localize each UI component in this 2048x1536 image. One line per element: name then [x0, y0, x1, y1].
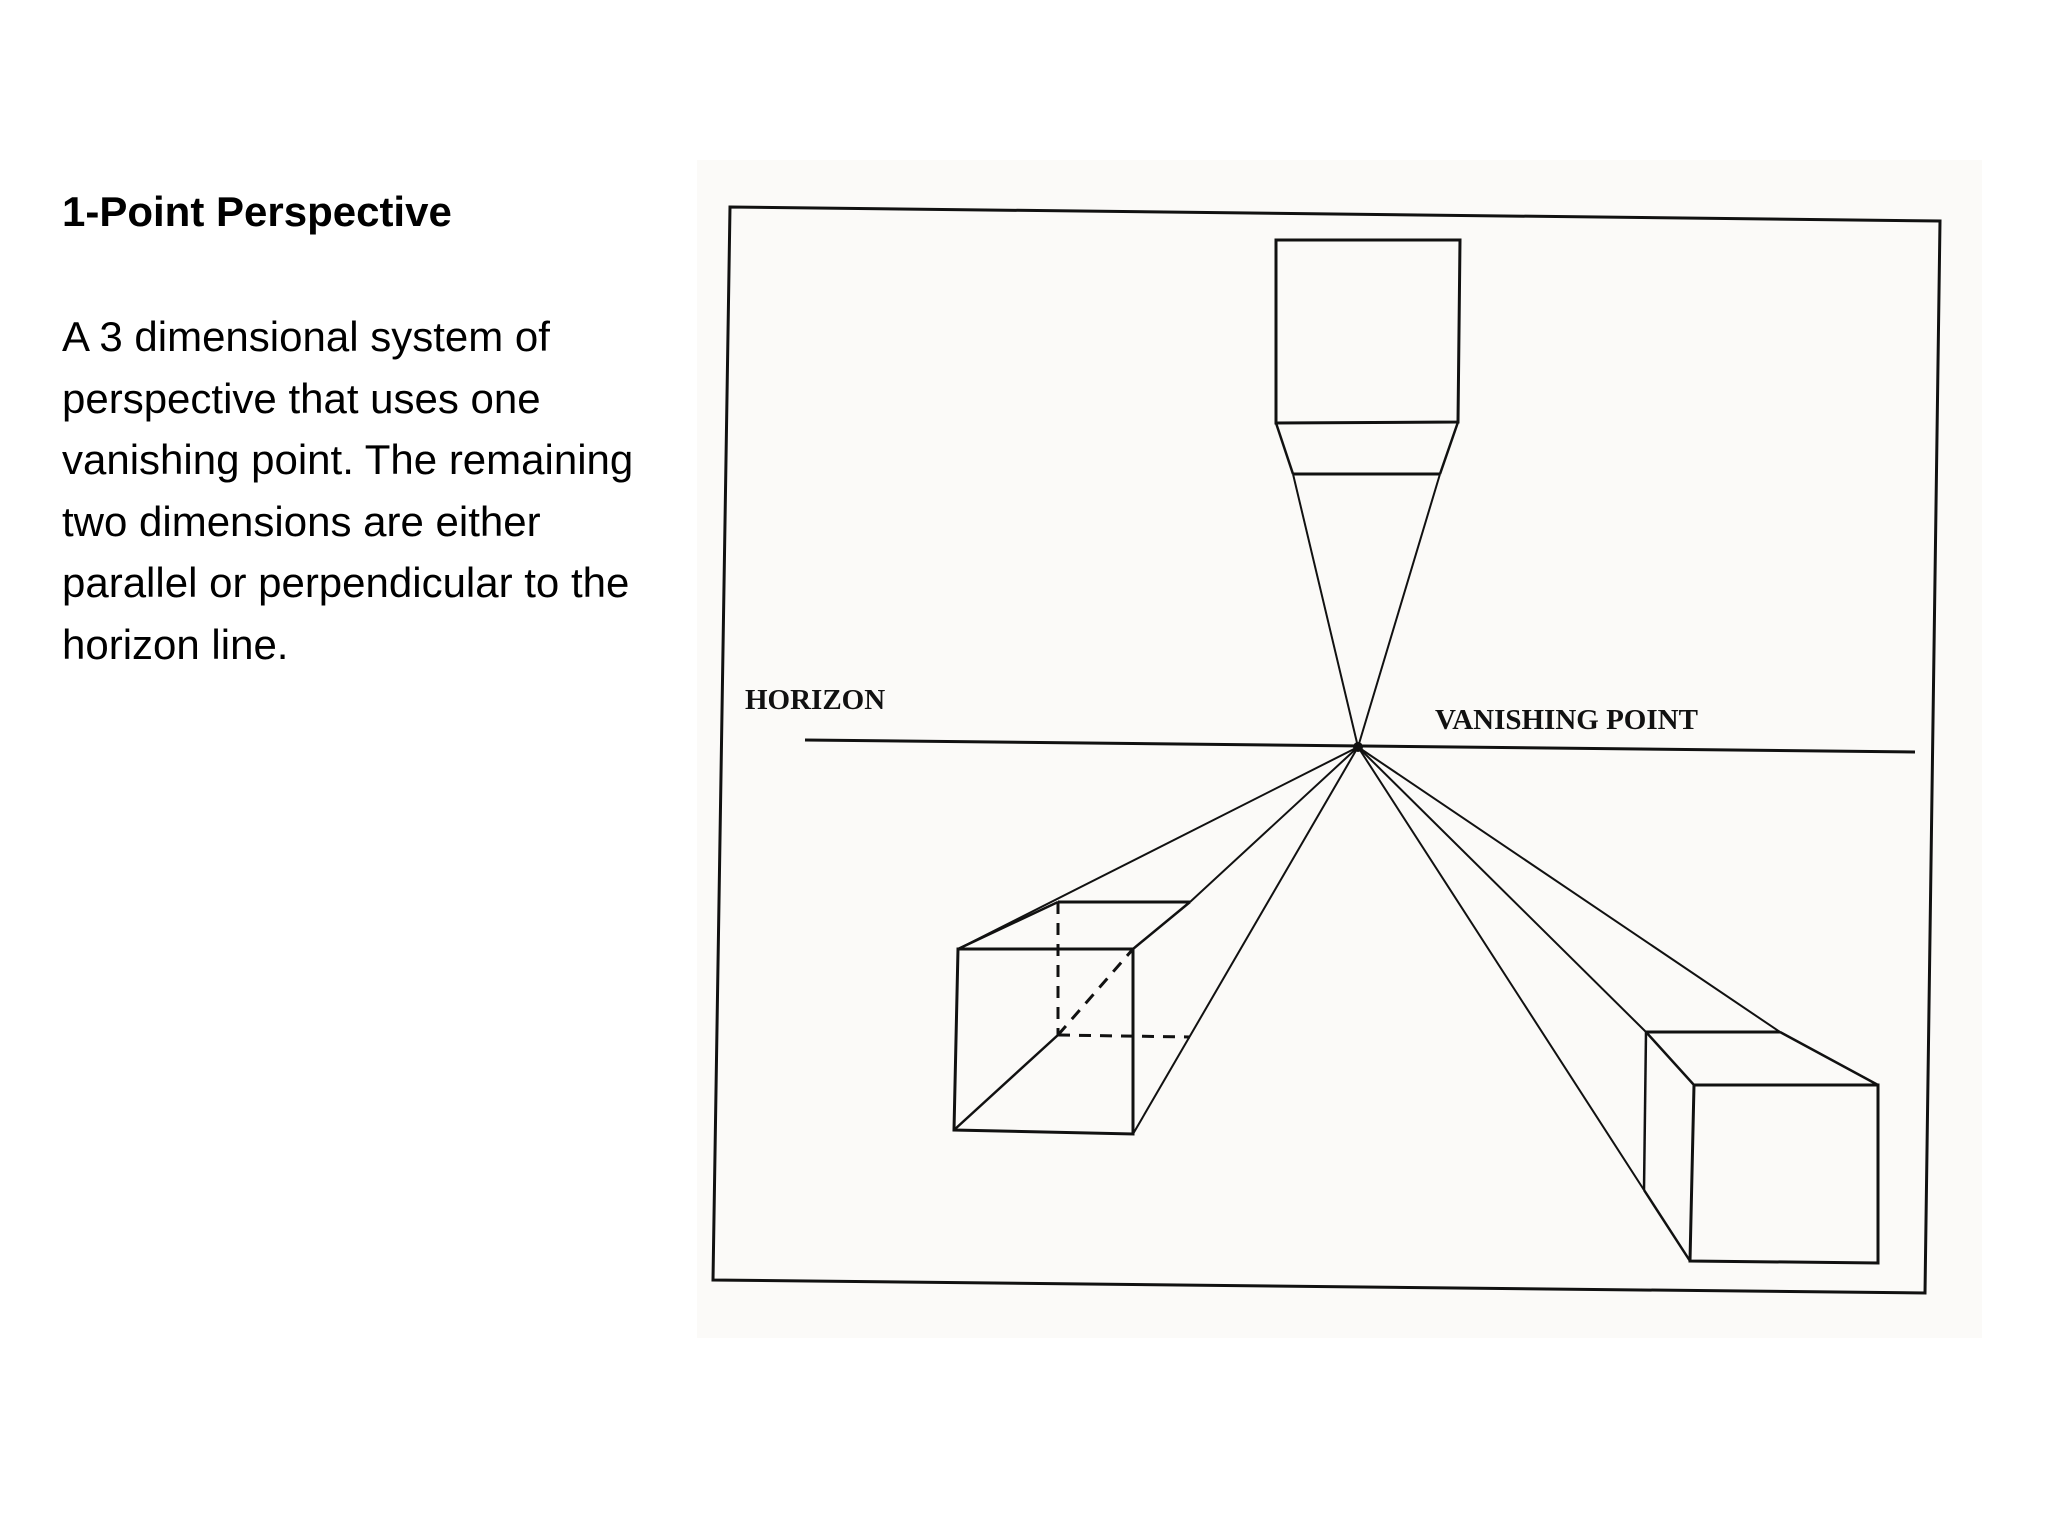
right-box-converge-1	[1357, 746, 1645, 1191]
right-box-top-right-edge	[1779, 1030, 1879, 1087]
diagram-frame	[711, 205, 1942, 1295]
top-box-left-edge	[1274, 422, 1295, 475]
right-box-bottom-edge	[1642, 1189, 1692, 1262]
right-box-back-vertical	[1642, 1031, 1648, 1191]
left-box-hidden-horizontal	[1057, 1033, 1191, 1039]
slide-body-text: A 3 dimensional system of perspective th…	[62, 313, 634, 668]
left-box-converge-3	[1132, 746, 1359, 1135]
left-box-bottom-diagonal	[953, 1034, 1059, 1131]
right-box-front-face	[1688, 1083, 1880, 1265]
left-box-converge-2	[1189, 746, 1359, 903]
top-box	[1274, 238, 1462, 748]
horizon-label: HORIZON	[745, 684, 885, 716]
scan-paper	[697, 160, 1982, 1338]
right-box-converge-3	[1357, 746, 1781, 1033]
left-box-hidden-diagonal	[1056, 948, 1135, 1036]
top-box-right-edge	[1438, 421, 1460, 475]
left-box-top-right-edge	[1132, 901, 1191, 950]
vanishing-point-label: VANISHING POINT	[1435, 704, 1698, 736]
slide-title: 1-Point Perspective	[62, 188, 452, 235]
right-box	[1357, 746, 1880, 1265]
right-box-top-left-edge	[1645, 1031, 1695, 1086]
left-box	[952, 746, 1359, 1136]
right-box-converge-2	[1357, 746, 1647, 1033]
top-box-converge-right	[1357, 473, 1441, 748]
top-box-converge-left	[1292, 473, 1359, 748]
left-box-converge-1	[957, 746, 1359, 950]
